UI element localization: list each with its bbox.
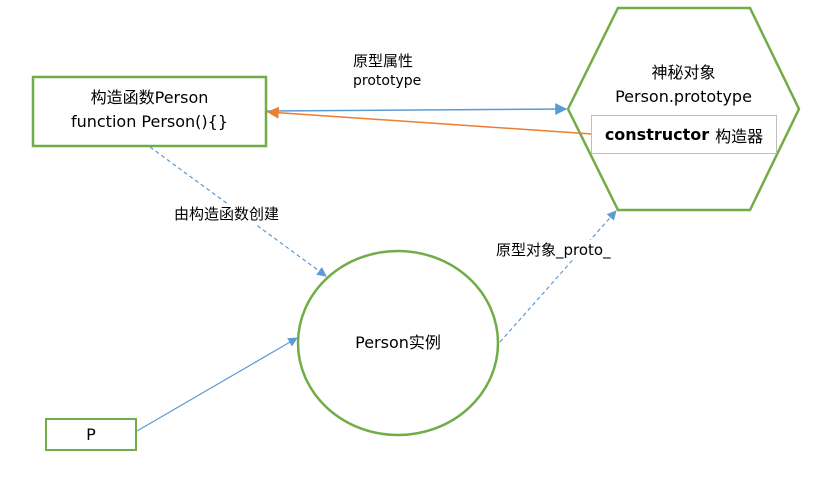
- constructor-function-code: function Person(){}: [70, 112, 229, 131]
- prototype-object-node: [566, 6, 801, 212]
- reference-arrow: [136, 337, 298, 432]
- proto-arrow: [499, 210, 617, 343]
- proto-link-label: 原型对象_proto_: [496, 240, 611, 260]
- constructor-function-node: [31, 75, 268, 148]
- constructor-function-title: 构造函数Person: [90, 88, 209, 107]
- constructor-property-box: constructor 构造器: [591, 115, 777, 154]
- created-by-label: 由构造函数创建: [174, 204, 280, 224]
- created-by-arrow: [149, 146, 327, 277]
- instance-label: Person实例: [355, 333, 441, 352]
- prototype-arrow: [266, 103, 568, 116]
- prototype-object-title: 神秘对象: [651, 63, 716, 82]
- prototype-property-title: 原型属性: [353, 52, 414, 70]
- constructor-property-label: 构造器: [715, 126, 764, 146]
- prototype-property-label: 原型属性 prototype: [353, 51, 421, 91]
- prototype-object-label: 神秘对象 Person.prototype: [580, 61, 787, 109]
- constructor-keyword: constructor: [604, 125, 710, 144]
- constructor-function-label: 构造函数Person function Person(){}: [33, 86, 266, 134]
- variable-p-node: [45, 418, 137, 451]
- variable-p-label: P: [86, 425, 96, 444]
- prototype-object-name: Person.prototype: [615, 87, 752, 106]
- instance-node: [296, 249, 500, 437]
- constructor-arrow: [266, 106, 593, 135]
- prototype-property-name: prototype: [353, 73, 422, 89]
